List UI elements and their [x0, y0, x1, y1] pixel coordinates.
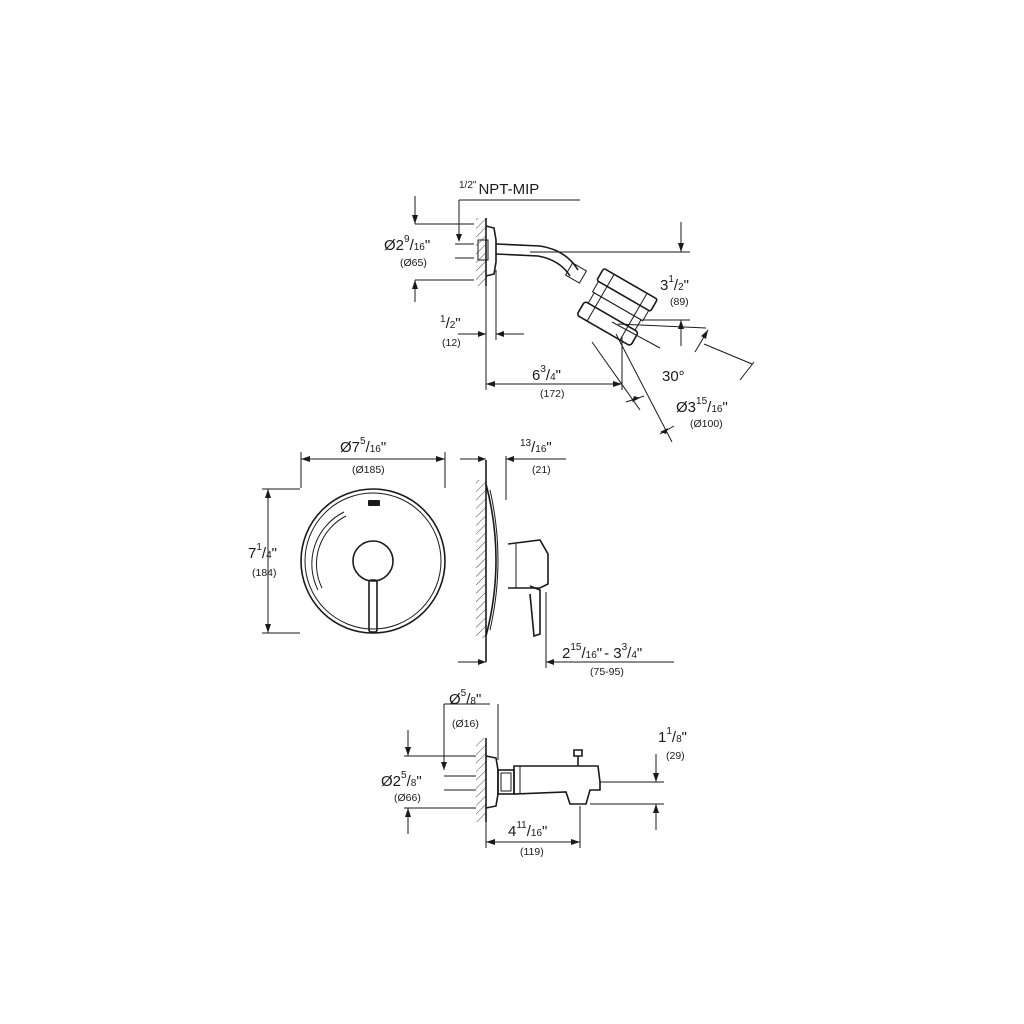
handle-lever	[368, 579, 378, 633]
svg-text:(119): (119)	[520, 846, 544, 858]
plate-depth-dim: 13/16"	[520, 438, 552, 456]
shower-nipple	[477, 239, 489, 261]
spout-adapter	[497, 769, 515, 795]
svg-text:(75-95): (75-95)	[590, 666, 624, 678]
side-plate-profile	[485, 483, 497, 637]
svg-text:(Ø185): (Ø185)	[352, 464, 385, 476]
plate-width-dim: Ø75/16"	[340, 436, 386, 456]
spout-flange	[485, 755, 499, 809]
handle-hub	[352, 540, 394, 582]
side-wall-hatch	[476, 480, 486, 638]
svg-text:(184): (184)	[252, 567, 277, 579]
offset-dim: 1/2"	[440, 314, 461, 332]
spout-body	[513, 765, 601, 805]
handle-projection-dim: 215/16"- 33/4"	[562, 642, 642, 662]
plate-height-dim: 71/4"	[248, 542, 277, 562]
shower-head-view: 1/2"NPT-MIP Ø29/16" (Ø65) 1/2" (12) 63/4…	[384, 180, 755, 443]
svg-text:(Ø66): (Ø66)	[394, 792, 421, 804]
brand-logo	[368, 500, 380, 506]
trim-plate-side-view: 13/16" (21) 215/16"- 33/4" (75-95)	[458, 438, 674, 678]
spout-height-dim: 11/8"	[658, 726, 687, 746]
svg-text:(Ø16): (Ø16)	[452, 718, 479, 730]
temperature-arc	[311, 511, 345, 591]
svg-text:(21): (21)	[532, 464, 551, 476]
svg-text:(29): (29)	[666, 750, 685, 762]
reach-dim: 63/4"	[532, 364, 561, 384]
tub-spout-view: Ø5/8" (Ø16) Ø25/8" (Ø66) 11/8" (29) 411/…	[381, 688, 687, 858]
svg-text:(89): (89)	[670, 296, 689, 308]
side-handle	[507, 539, 549, 589]
flange-diameter-dim: Ø29/16"	[384, 234, 430, 254]
diverter-knob	[573, 749, 583, 766]
spout-wall-hatch	[476, 738, 486, 822]
trim-plate-outer	[300, 488, 446, 634]
npt-mip-label: NPT-MIP	[478, 181, 539, 198]
shower-flange	[485, 225, 497, 277]
svg-text:(Ø65): (Ø65)	[400, 257, 427, 269]
svg-text:1/2"NPT-MIP: 1/2"NPT-MIP	[459, 180, 539, 198]
pipe-diameter-dim: Ø5/8"	[449, 688, 481, 708]
angle-label: 30°	[662, 368, 685, 385]
head-diameter-dim: Ø315/16"	[676, 396, 728, 416]
drop-dim: 31/2"	[660, 274, 689, 294]
trim-plate-front-view: Ø75/16" (Ø185) 71/4" (184)	[248, 436, 446, 634]
svg-text:(Ø100): (Ø100)	[690, 418, 723, 430]
svg-text:(172): (172)	[540, 388, 565, 400]
spout-flange-diameter-dim: Ø25/8"	[381, 770, 422, 790]
svg-text:(12): (12)	[442, 337, 461, 349]
shower-head	[577, 268, 658, 346]
shower-arm	[495, 243, 579, 271]
spout-length-dim: 411/16"	[508, 820, 547, 840]
wall-hatch	[476, 218, 486, 286]
